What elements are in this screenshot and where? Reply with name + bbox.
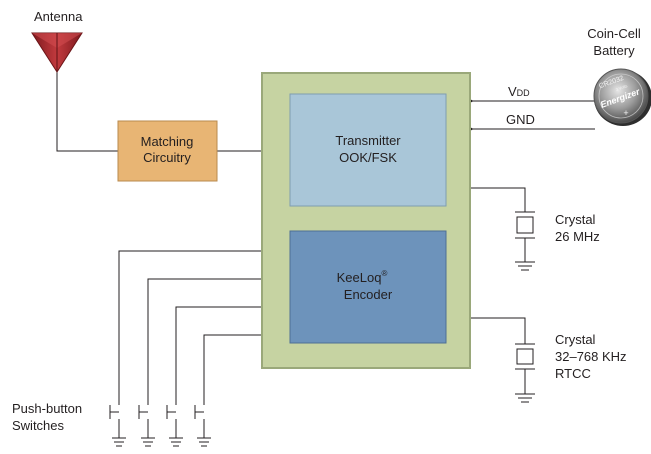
wire-switch-3	[175, 306, 290, 405]
coin-cell-battery-icon: CR2032 3 Volts Energizer +	[593, 68, 651, 126]
antenna-icon	[31, 32, 83, 73]
crystal-2-icon	[515, 343, 535, 370]
transmitter-label-line2: OOK/FSK	[339, 150, 397, 165]
ground-icon-crystal-1	[515, 261, 535, 271]
switches-label-line1: Push-button	[12, 401, 82, 416]
matching-label-line2: Circuitry	[143, 150, 191, 165]
battery-label-line2: Battery	[593, 43, 635, 58]
push-button-switch-3	[166, 405, 183, 447]
ground-icon-crystal-2	[515, 393, 535, 403]
battery-label-line1: Coin-Cell	[587, 26, 641, 41]
transmitter-block	[289, 93, 447, 207]
push-button-switch-2	[138, 405, 155, 447]
coin-text-4: +	[623, 108, 628, 118]
gnd-label: GND	[506, 112, 535, 127]
encoder-label-line2: Encoder	[344, 287, 393, 302]
transmitter-label-line1: Transmitter	[335, 133, 401, 148]
encoder-label-main: KeeLoq	[337, 270, 382, 285]
crystal-1-label-line1: Crystal	[555, 212, 596, 227]
crystal-1-label-line2: 26 MHz	[555, 229, 600, 244]
matching-circuitry-block	[117, 120, 218, 182]
wire-antenna-matching	[56, 70, 118, 152]
wire-switch-1	[118, 250, 290, 405]
encoder-registered-mark: ®	[381, 269, 387, 278]
wire-encoder-crystal2	[446, 317, 526, 344]
push-button-switch-4	[194, 405, 211, 447]
wire-transmitter-crystal1	[446, 187, 526, 212]
crystal-1-icon	[515, 211, 535, 239]
encoder-block	[289, 230, 447, 344]
matching-label-line1: Matching	[141, 134, 194, 149]
crystal-2-label-line1: Crystal	[555, 332, 596, 347]
crystal-2-label-line3: RTCC	[555, 366, 591, 381]
crystal-2-label-line2: 32–768 KHz	[555, 349, 627, 364]
antenna-label: Antenna	[34, 9, 83, 24]
encoder-label-line1: KeeLoq®	[337, 269, 388, 285]
push-button-switches	[109, 405, 211, 447]
switches-label-line2: Switches	[12, 418, 65, 433]
wires	[56, 70, 595, 405]
coin-text-2: 3 Volts	[615, 83, 628, 92]
vdd-label-main: V	[508, 84, 517, 99]
vdd-label-sub: DD	[517, 88, 530, 98]
push-button-switch-1	[109, 405, 126, 447]
vdd-label: VDD	[508, 84, 530, 99]
wire-switch-2	[147, 278, 290, 405]
